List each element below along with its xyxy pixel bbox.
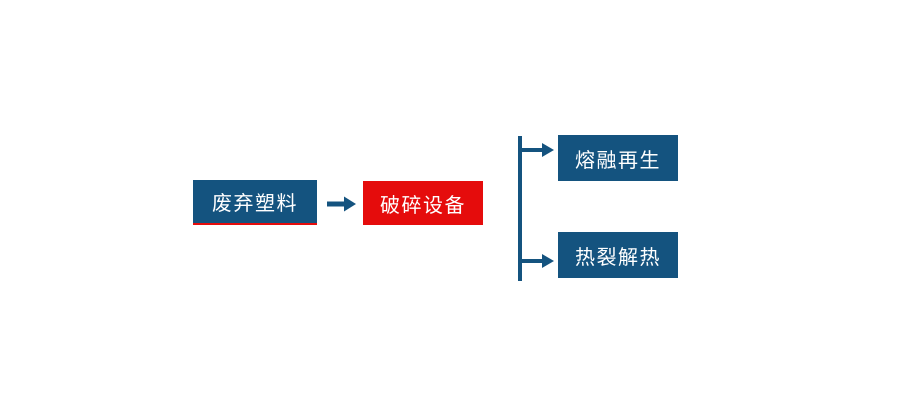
node-pyrolysis-heat-label: 热裂解热 xyxy=(575,246,661,269)
node-crushing-equipment: 破碎设备 xyxy=(363,181,483,225)
node-melt-regeneration-label: 熔融再生 xyxy=(575,149,661,172)
node-crushing-equipment-label: 破碎设备 xyxy=(380,194,466,217)
arrow-branch-to-pyro xyxy=(518,254,554,268)
arrow-branch-to-melt xyxy=(518,143,554,157)
arrow-waste-to-crush xyxy=(327,196,356,212)
node-melt-regeneration: 熔融再生 xyxy=(558,135,678,181)
node-pyrolysis-heat: 热裂解热 xyxy=(558,232,678,278)
node-waste-plastic: 废弃塑料 xyxy=(193,180,317,225)
node-waste-plastic-label: 废弃塑料 xyxy=(212,193,298,215)
